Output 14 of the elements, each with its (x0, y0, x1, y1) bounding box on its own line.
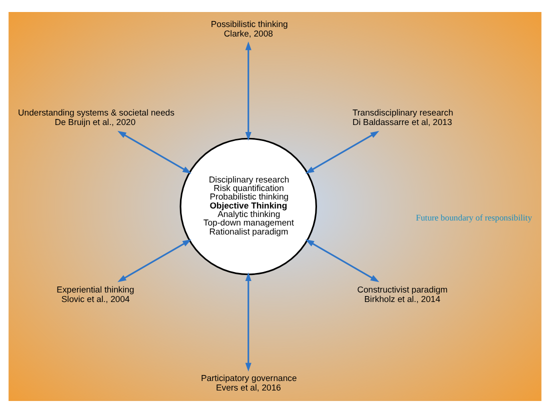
label: Future boundary of responsibility (416, 212, 532, 222)
node-text: Experiential thinking Slovic et al., 2004 (56, 284, 134, 304)
arrow (305, 130, 380, 174)
node-circle: Disciplinary research Risk quantification Probabilistic thinking Objective Thinking Analytic thinking Top-down management Rationalist paradigm (180, 137, 318, 275)
arrow (245, 272, 252, 372)
arrow (305, 238, 380, 282)
node-text: Constructivist paradigm Birkholz et al., 2014 (357, 284, 448, 304)
node-text: Understanding systems & societal needs De Bruijn et al., 2020 (18, 106, 174, 126)
node-text: Transdisciplinary research Di Baldassarre et al, 2013 (352, 106, 454, 126)
arrow (117, 238, 192, 282)
arrow (117, 130, 192, 174)
arrow (245, 40, 252, 140)
node-text: Participatory governance Evers et al, 2016 (201, 372, 297, 392)
node-text: Possibilistic thinking Clarke, 2008 (210, 18, 288, 38)
